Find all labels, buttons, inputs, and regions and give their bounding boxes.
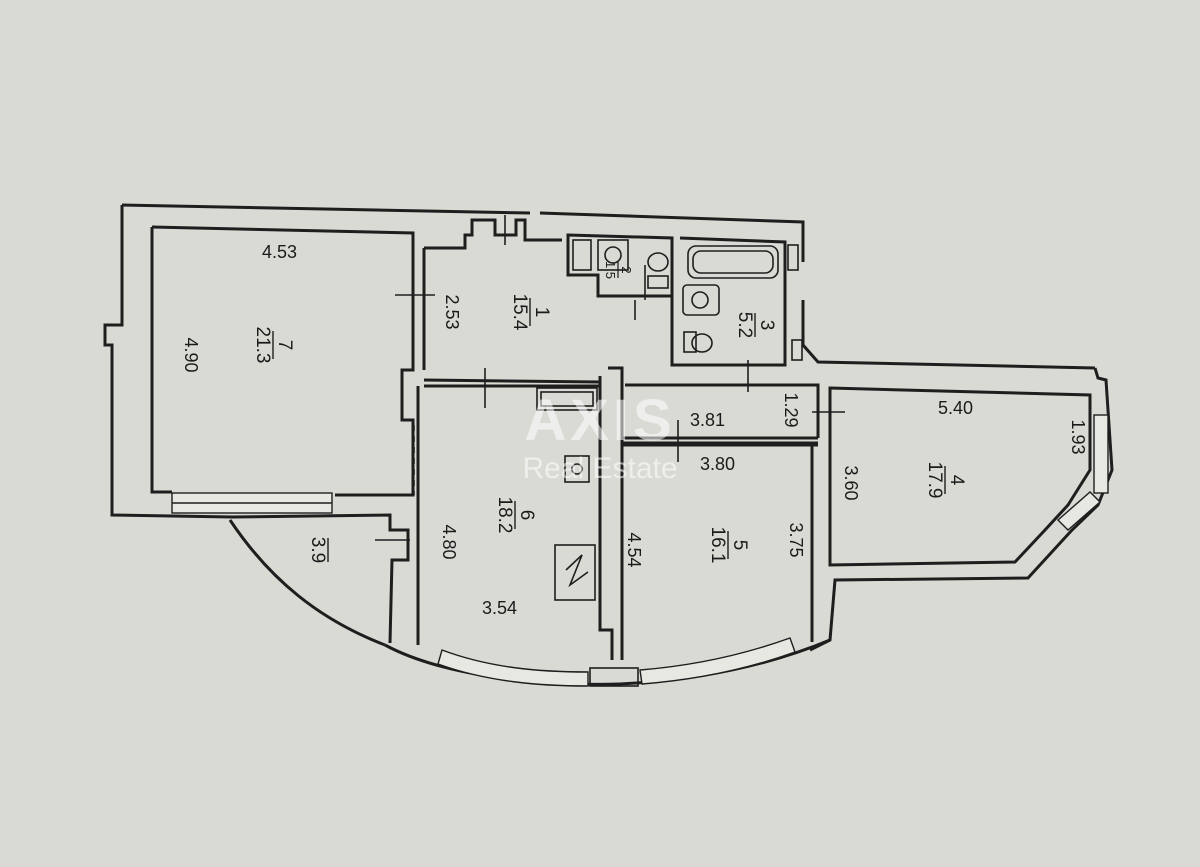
room-2-label: 2 1.5 (603, 261, 634, 279)
corridor-width: 1.29 (781, 392, 801, 427)
room-2 (566, 233, 674, 300)
room-7-width: 4.53 (262, 242, 297, 262)
cabinet (536, 387, 598, 411)
watermark-tagline: Real Estate (522, 452, 677, 485)
room-4 (828, 386, 1109, 567)
window-room-5 (639, 637, 796, 685)
room-5 (622, 443, 818, 642)
room-5-height-left: 4.54 (624, 532, 644, 567)
room-6-label: 6 18.2 (494, 497, 537, 534)
balcony-label: 3.9 (307, 537, 329, 563)
watermark-brand: AXIS (524, 388, 675, 453)
bottom-windows (437, 637, 796, 687)
room-7 (150, 225, 435, 514)
svg-text:17.9: 17.9 (924, 462, 945, 499)
room-5-label: 5 16.1 (707, 527, 750, 564)
toilet-icon (647, 252, 669, 272)
room-6-width: 3.54 (482, 598, 517, 618)
room-4-window-dim: 1.93 (1068, 419, 1088, 454)
window-room-4b (1056, 491, 1102, 531)
svg-text:15.4: 15.4 (509, 294, 530, 331)
room-5-width: 3.80 (700, 454, 735, 474)
room-1-label: 1 15.4 (509, 294, 552, 331)
balcony (231, 513, 410, 644)
toilet-icon-2 (691, 333, 713, 353)
room-4-width: 5.40 (938, 398, 973, 418)
svg-text:4: 4 (946, 475, 967, 486)
svg-text:3: 3 (756, 320, 777, 331)
window-room-4 (1093, 414, 1109, 494)
bathtub-icon (687, 245, 779, 279)
sink-icon-2 (554, 544, 596, 601)
corridor (423, 368, 845, 462)
room-labels: 7 21.3 1 15.4 2 1.5 3 5.2 4 17.9 5 16.1 (252, 261, 967, 564)
svg-text:5.2: 5.2 (734, 312, 755, 338)
room-4-height: 3.60 (841, 465, 861, 500)
room-3-label: 3 5.2 (734, 312, 777, 338)
svg-text:1.5: 1.5 (603, 261, 618, 279)
room-4-label: 4 17.9 (924, 462, 967, 499)
dimension-labels: 4.53 4.90 2.53 3.81 1.29 3.80 4.54 3.75 … (181, 242, 1088, 618)
room-1 (422, 215, 636, 370)
sink-icon (682, 284, 720, 316)
room-6 (413, 366, 624, 660)
svg-text:21.3: 21.3 (252, 327, 273, 364)
svg-text:18.2: 18.2 (494, 497, 515, 534)
room-6-height: 4.80 (439, 524, 459, 559)
svg-text:2: 2 (619, 266, 634, 273)
stove-icon (564, 455, 590, 483)
svg-text:5: 5 (729, 540, 750, 551)
room-3 (670, 236, 803, 392)
room-1-dim: 2.53 (442, 294, 462, 329)
room-5-height-right: 3.75 (786, 522, 806, 557)
svg-text:6: 6 (516, 510, 537, 521)
corridor-length: 3.81 (690, 410, 725, 430)
svg-text:3.9: 3.9 (307, 537, 328, 563)
svg-text:1: 1 (531, 307, 552, 318)
svg-text:7: 7 (274, 340, 295, 351)
room-7-label: 7 21.3 (252, 327, 295, 364)
room-7-height: 4.90 (181, 337, 201, 372)
watermark: AXIS Real Estate (522, 388, 677, 485)
window-room-6 (437, 649, 589, 687)
svg-text:16.1: 16.1 (707, 527, 728, 564)
